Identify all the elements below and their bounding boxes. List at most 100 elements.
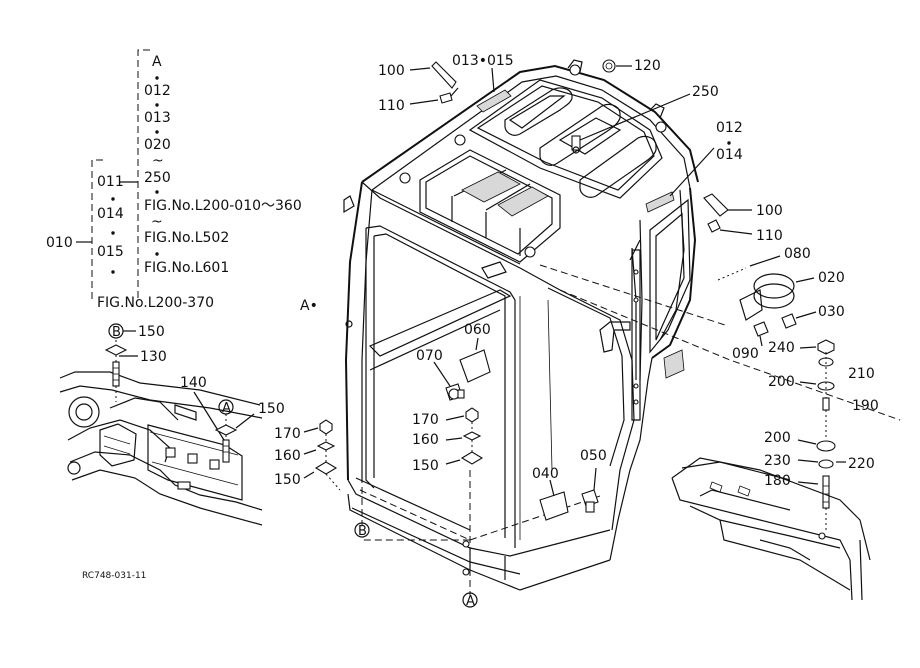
parts-group-010: 010 011 014 015 FIG.No.L200-370 A 012 01…	[46, 49, 302, 311]
ref-150-b: 150	[274, 472, 301, 488]
roof-slot	[504, 87, 573, 136]
fig-ref-l502: FIG.No.L502	[144, 230, 229, 246]
ref-013-015: 013•015	[452, 53, 514, 69]
chassis-detail	[59, 371, 263, 526]
hinge-hole	[633, 297, 639, 303]
clamp-020	[753, 273, 795, 299]
bottom-hole	[462, 568, 470, 576]
ref-120: 120	[634, 58, 661, 74]
mount-lug	[481, 261, 507, 279]
ref-210: 210	[848, 366, 875, 382]
ref-230: 230	[764, 453, 791, 469]
left-fasteners: B 150 130 140 A 150	[104, 323, 285, 463]
middle-parts: A• 060 070 170 160 150 040 050 170 160	[274, 298, 607, 609]
ref-100-a: 100	[378, 63, 405, 79]
ref-014: 014	[716, 147, 743, 163]
hinge-hole	[633, 269, 639, 275]
washer-160	[316, 441, 336, 451]
ref-250: 250	[692, 84, 719, 100]
knob-070-stem	[457, 389, 465, 399]
washer-160	[462, 431, 482, 441]
roof-bolt	[454, 134, 466, 146]
roof-bolt	[399, 172, 411, 184]
plate-060	[459, 349, 491, 383]
roof-vent	[476, 89, 512, 113]
ref-240: 240	[768, 340, 795, 356]
ref-012: 012	[716, 120, 743, 136]
ref-a-item: A	[152, 54, 162, 70]
ref-200-b: 200	[764, 430, 791, 446]
bullet	[111, 197, 115, 201]
right-parts: 100 110 080 020 030 090 240 210 200 190 …	[703, 193, 879, 530]
ref-080: 080	[784, 246, 811, 262]
bolt-110	[439, 92, 453, 104]
ref-015: 015	[97, 244, 124, 260]
ref-020: 020	[818, 270, 845, 286]
ref-130: 130	[140, 349, 167, 365]
nut-170	[319, 419, 333, 435]
bullet	[155, 76, 159, 80]
ref-180: 180	[764, 473, 791, 489]
nut-240	[817, 339, 835, 355]
roof-handle-100	[703, 193, 729, 217]
roof-handle-100	[431, 61, 457, 89]
bullet	[727, 141, 731, 145]
bolt-180	[822, 475, 830, 509]
fig-ref-l601: FIG.No.L601	[144, 260, 229, 276]
washer-150	[460, 451, 484, 465]
ref-100-b: 100	[756, 203, 783, 219]
range-tilde: ~	[151, 214, 163, 230]
bullet	[155, 130, 159, 134]
bullet	[155, 252, 159, 256]
ref-170-a: 170	[274, 426, 301, 442]
sticker-040	[539, 491, 569, 521]
bolt-hole	[177, 481, 191, 490]
ref-160-a: 160	[274, 448, 301, 464]
ref-170-b: 170	[412, 412, 439, 428]
cab-body	[343, 59, 699, 591]
ref-060: 060	[464, 322, 491, 338]
ref-150-a: 150	[138, 324, 165, 340]
roof-slot	[539, 103, 621, 166]
ref-011: 011	[97, 174, 124, 190]
bullet	[111, 270, 115, 274]
bolt-hole	[209, 459, 220, 470]
washer-150	[104, 344, 128, 356]
washer-150	[214, 424, 238, 436]
washer-150	[314, 461, 338, 475]
roof-bolt	[524, 246, 536, 258]
ref-250: 250	[144, 170, 171, 186]
bolt-110	[707, 219, 721, 233]
bolt-090	[753, 321, 769, 337]
frame-hole	[818, 532, 826, 540]
reference-lines	[359, 264, 901, 595]
cap-120	[602, 59, 616, 73]
circle-b-top: B	[112, 325, 121, 340]
bolt-hole	[165, 447, 176, 458]
circle-a-bottom: A	[466, 594, 475, 609]
label-a-ref: A•	[300, 298, 318, 314]
stud-140	[222, 439, 230, 463]
ref-150-c: 150	[412, 458, 439, 474]
ref-110-a: 110	[378, 98, 405, 114]
rear-frame-part	[671, 457, 871, 601]
circle-a-mid: A	[222, 401, 231, 416]
ref-220: 220	[848, 456, 875, 472]
washer-200	[816, 440, 836, 452]
ref-190: 190	[852, 398, 879, 414]
ref-010: 010	[46, 235, 73, 251]
door-handle	[599, 321, 631, 353]
bracket-080	[739, 289, 763, 321]
bullet	[111, 231, 115, 235]
knob-050-stem	[585, 501, 595, 513]
hinge-hole	[633, 399, 639, 405]
latch-plate	[663, 349, 685, 379]
drawing-code: RC748-031-11	[82, 571, 146, 581]
ref-012: 012	[144, 83, 171, 99]
ref-140: 140	[180, 375, 207, 391]
hatch-pin	[571, 135, 581, 151]
ref-090: 090	[732, 346, 759, 362]
ref-050: 050	[580, 448, 607, 464]
range-tilde: ~	[152, 153, 164, 169]
